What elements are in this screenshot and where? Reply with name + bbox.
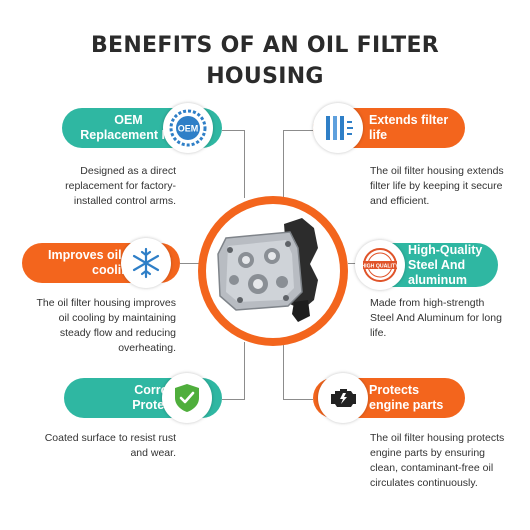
benefit-quality-label-3: aluminum xyxy=(408,272,468,287)
benefit-quality-description: Made from high-strength Steel And Alumin… xyxy=(370,297,502,339)
connector-line xyxy=(283,130,284,202)
connector-line xyxy=(283,399,313,400)
benefit-engine-description: The oil filter housing protects engine p… xyxy=(370,432,505,489)
connector-line xyxy=(222,399,245,400)
filter-icon xyxy=(313,103,363,153)
connector-line xyxy=(283,338,284,400)
benefit-corrosion-description: Coated surface to resist rust and wear. xyxy=(44,432,176,459)
benefit-oem-label-1: OEM xyxy=(114,113,143,127)
benefit-quality-label-2: Steel And xyxy=(408,257,466,272)
benefit-cooling-description: The oil filter housing improves oil cool… xyxy=(36,297,176,354)
connector-line xyxy=(180,263,200,264)
page-title: BENEFITS OF AN OIL FILTER HOUSING xyxy=(0,30,530,92)
center-image-ring xyxy=(198,196,348,346)
snowflake-icon xyxy=(121,238,171,288)
connector-line xyxy=(244,130,245,198)
benefit-oem-label-2: Replacement Fit xyxy=(80,128,177,142)
svg-text:HIGH QUALITY: HIGH QUALITY xyxy=(361,264,399,270)
engine-icon xyxy=(318,373,368,423)
quality-stamp-icon: HIGH QUALITY xyxy=(355,240,405,290)
title-line-1: BENEFITS OF AN OIL FILTER xyxy=(90,33,440,58)
connector-line xyxy=(283,130,313,131)
oil-filter-housing-image xyxy=(206,204,340,338)
shield-check-icon xyxy=(162,373,212,423)
benefit-filter-life-description: The oil filter housing extends filter li… xyxy=(370,165,504,207)
svg-text:OEM: OEM xyxy=(178,124,199,134)
benefit-quality-label-1: High-Quality xyxy=(408,242,483,257)
connector-line xyxy=(244,342,245,400)
connector-line xyxy=(222,130,244,131)
benefit-oem-description: Designed as a direct replacement for fac… xyxy=(65,165,176,207)
benefit-filter-life-label-1: Extends filter xyxy=(369,113,449,127)
title-line-2: HOUSING xyxy=(206,64,324,89)
benefit-cooling-label-1: Improves oil xyxy=(48,248,122,262)
benefit-engine-label-1: Protects xyxy=(369,383,420,397)
benefit-engine-label-2: engine parts xyxy=(369,398,444,412)
benefit-filter-life-label-2: life xyxy=(369,128,388,142)
oem-badge-icon: OEM xyxy=(163,103,213,153)
